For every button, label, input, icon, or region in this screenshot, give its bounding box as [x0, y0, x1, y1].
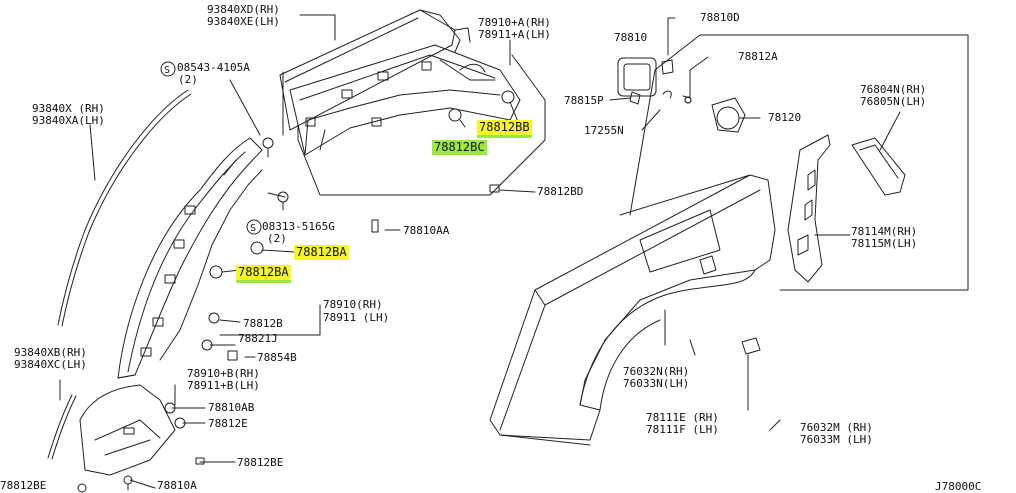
label-78115m: 78115M(LH) [851, 237, 918, 250]
label-78120: 78120 [768, 111, 802, 124]
label-78812e: 78812E [208, 417, 248, 430]
clip-78111e [741, 337, 761, 355]
fuel-filler-parts [617, 57, 746, 133]
label-08543: 08543-4105A [177, 61, 250, 74]
label-08313-qty: (2) [267, 232, 287, 245]
label-78114m: 78114M(RH) [851, 225, 918, 238]
rear-side-outer-panel [489, 174, 776, 446]
label-78810aa: 78810AA [403, 224, 450, 237]
label-78812be: 78812BE [237, 456, 284, 469]
lower-trim-strip [47, 394, 73, 459]
label-76032n: 76032N(RH) [623, 365, 690, 378]
label-78812b: 78812B [243, 317, 283, 330]
label-78111f: 78111F (LH) [646, 423, 719, 436]
svg-text:S: S [250, 223, 256, 234]
upper-fender-panel [279, 9, 471, 136]
label-78812be-2: 78812BE [0, 479, 47, 492]
highlight-78812ba-upper: 78812BA [294, 245, 349, 260]
panel-bracket [787, 134, 831, 283]
label-78810: 78810 [614, 31, 648, 44]
diagram-code: J78000C [935, 480, 982, 493]
label-76805n: 76805N(LH) [860, 95, 927, 108]
label-93840xc: 93840XC(LH) [14, 358, 87, 371]
label-93840xa: 93840XA(LH) [32, 114, 105, 127]
highlight-78812bb: 78812BB [477, 120, 532, 138]
seal-strip [851, 137, 906, 196]
label-78910b: 78910+B(RH) [187, 367, 260, 380]
label-93840xb: 93840XB(RH) [14, 346, 87, 359]
long-trim-strip [57, 89, 192, 327]
s-bolt-marker [160, 61, 176, 77]
label-17255n: 17255N [584, 124, 624, 137]
label-76032m: 76032M (RH) [800, 421, 873, 434]
label-78812bd: 78812BD [537, 185, 584, 198]
label-78911b: 78911+B(LH) [187, 379, 260, 392]
label-76033n: 76033N(LH) [623, 377, 690, 390]
label-08543-qty: (2) [178, 73, 198, 86]
upper-wheelhouse-liner [289, 44, 521, 156]
label-76804n: 76804N(RH) [860, 83, 927, 96]
lower-guard [79, 384, 176, 476]
leader-lines [59, 14, 901, 489]
highlight-78812ba-lower: 78812BA [236, 265, 291, 283]
label-93840xd: 93840XD(RH) [207, 3, 280, 16]
label-78911: 78911 (LH) [323, 311, 390, 324]
label-78111e: 78111E (RH) [646, 411, 719, 424]
label-78815p: 78815P [564, 94, 604, 107]
wheelhouse-liner [117, 137, 263, 379]
label-78810a: 78810A [157, 479, 197, 492]
label-78911a: 78911+A(LH) [478, 28, 551, 41]
label-78810d: 78810D [700, 11, 740, 24]
highlight-78812bc: 78812BC [432, 140, 487, 155]
label-78810ab: 78810AB [208, 401, 255, 414]
label-08313: 08313-5165G [262, 220, 335, 233]
label-78910a: 78910+A(RH) [478, 16, 551, 29]
label-78854b: 78854B [257, 351, 297, 364]
fasteners [77, 90, 692, 493]
label-93840x: 93840X (RH) [32, 102, 105, 115]
label-78821j: 78821J [238, 332, 278, 345]
label-76033m: 76033M (LH) [800, 433, 873, 446]
svg-text:S: S [164, 65, 170, 76]
label-93840xe: 93840XE(LH) [207, 15, 280, 28]
s-bolt-marker [246, 219, 262, 235]
label-78812a: 78812A [738, 50, 778, 63]
label-78910: 78910(RH) [323, 298, 383, 311]
